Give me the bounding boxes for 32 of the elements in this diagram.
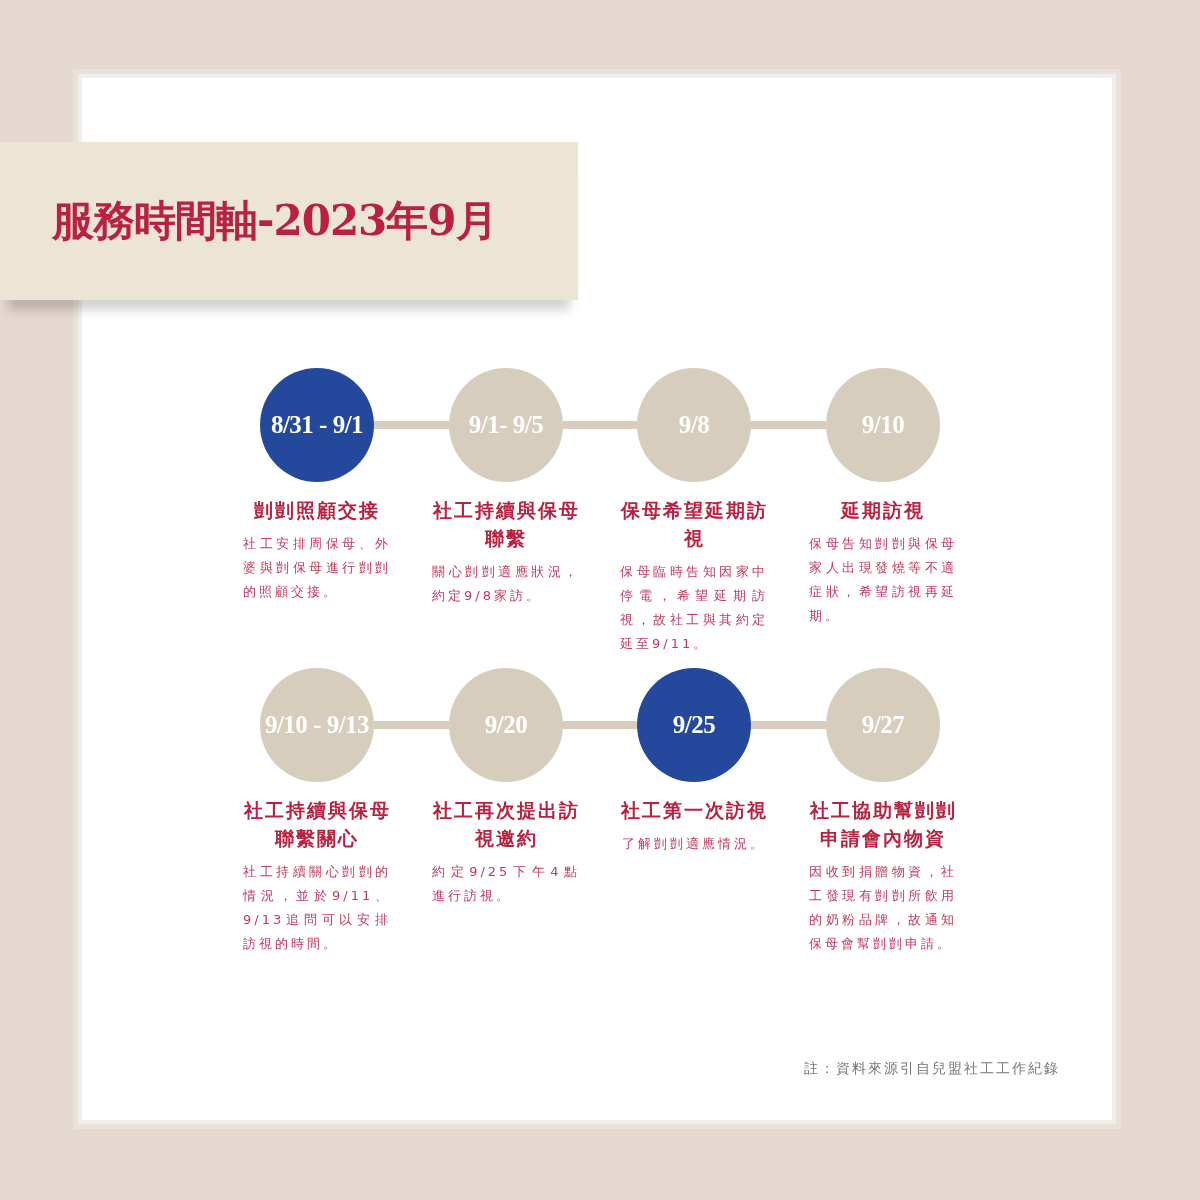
date-label: 9/10 xyxy=(861,411,905,439)
title: 服務時間軸-2023年9月 xyxy=(52,195,497,247)
event-description: 因收到捐贈物資，社工發現有剴剴所飲用的奶粉品牌，故通知保母會幫剴剴申請。 xyxy=(809,863,957,953)
connector-line xyxy=(751,721,826,729)
date-label: 9/20 xyxy=(484,711,528,739)
event-heading: 社工持續與保母聯繫關心 xyxy=(242,798,392,851)
connector-line xyxy=(374,421,449,429)
date-label: 9/27 xyxy=(861,711,905,739)
event-description: 約定9/25下午4點進行訪視。 xyxy=(432,863,580,905)
connector-line xyxy=(563,721,637,729)
event-heading: 社工再次提出訪視邀約 xyxy=(431,798,581,851)
connector-line xyxy=(751,421,826,429)
event-description: 保母告知剴剴與保母家人出現發燒等不適症狀，希望訪視再延期。 xyxy=(809,535,957,625)
event-description: 了解剴剴適應情況。 xyxy=(621,835,767,853)
date-label: 9/1- 9/5 xyxy=(468,411,544,439)
connector-line xyxy=(563,421,637,429)
event-description: 關心剴剴適應狀況，約定9/8家訪。 xyxy=(432,563,580,605)
event-heading: 社工協助幫剴剴申請會內物資 xyxy=(808,798,958,851)
date-label: 8/31 - 9/1 xyxy=(270,411,364,439)
event-heading: 社工持續與保母聯繫 xyxy=(431,498,581,551)
event-heading: 保母希望延期訪視 xyxy=(619,498,769,551)
source-note: 註：資料來源引自兒盟社工工作紀錄 xyxy=(804,1060,1060,1078)
event-description: 保母臨時告知因家中停電，希望延期訪視，故社工與其約定延至9/11。 xyxy=(620,563,768,653)
event-heading: 社工第一次訪視 xyxy=(619,798,769,823)
date-label: 9/10 - 9/13 xyxy=(264,711,370,739)
event-description: 社工安排周保母、外婆與剴保母進行剴剴的照顧交接。 xyxy=(243,535,391,601)
event-description: 社工持續關心剴剴的情況，並於9/11、9/13追問可以安排訪視的時間。 xyxy=(243,863,391,953)
event-heading: 延期訪視 xyxy=(839,498,926,523)
event-heading: 剴剴照顧交接 xyxy=(253,498,381,523)
date-label: 9/25 xyxy=(672,711,716,739)
connector-line xyxy=(374,721,449,729)
date-label: 9/8 xyxy=(678,411,710,439)
